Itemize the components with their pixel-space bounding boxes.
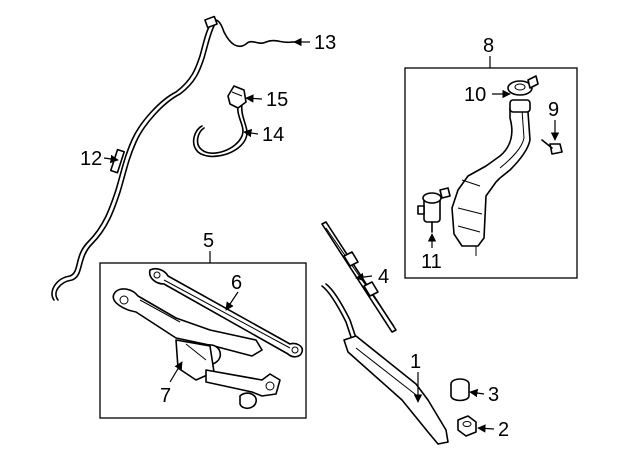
- callout-6: 6: [231, 272, 242, 294]
- callout-4: 4: [378, 266, 389, 288]
- reservoir-group-box: [404, 67, 578, 279]
- callout-1: 1: [410, 351, 421, 373]
- callout-5: 5: [203, 230, 214, 252]
- callout-3: 3: [488, 384, 499, 406]
- callout-9: 9: [548, 99, 559, 121]
- callout-10: 10: [464, 84, 486, 106]
- nozzle-hose: [192, 103, 248, 158]
- callout-15: 15: [266, 89, 288, 111]
- wiper-arm: [321, 283, 449, 445]
- reservoir-cap: [507, 75, 539, 96]
- callout-7: 7: [160, 385, 171, 407]
- callout-14: 14: [262, 124, 284, 146]
- callout-2: 2: [498, 419, 509, 441]
- callout-11: 11: [421, 251, 442, 273]
- washer-nozzle: [227, 85, 247, 109]
- pivot-nut: [457, 415, 477, 437]
- callout-8: 8: [483, 35, 494, 57]
- mounting-bolt: [541, 139, 563, 155]
- linkage-group-box: [99, 262, 307, 419]
- linkage-rod: [163, 279, 291, 349]
- callout-12: 12: [80, 148, 102, 170]
- washer-reservoir: [451, 99, 531, 256]
- callout-13: 13: [314, 32, 336, 54]
- wiper-linkage: [112, 267, 304, 410]
- leader-lines: [103, 37, 560, 433]
- washer-pump: [417, 187, 451, 233]
- pivot-cap: [450, 378, 470, 402]
